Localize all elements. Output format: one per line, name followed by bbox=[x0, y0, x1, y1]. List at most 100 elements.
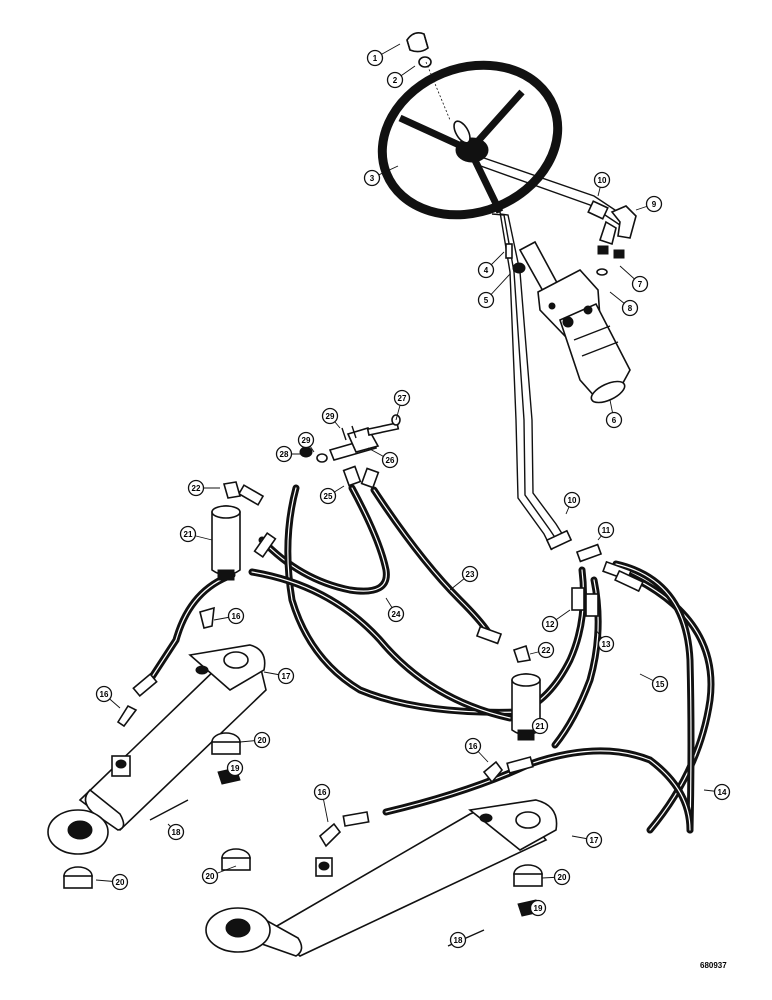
callout-number: 10 bbox=[598, 176, 607, 185]
callout-circle bbox=[713, 783, 731, 801]
callout-number: 21 bbox=[184, 530, 193, 539]
callout-16: 16 bbox=[313, 783, 331, 823]
callout-number: 10 bbox=[568, 496, 577, 505]
callout-circle bbox=[645, 195, 663, 213]
callout-number: 19 bbox=[534, 904, 543, 913]
callout-circle bbox=[387, 605, 405, 623]
callout-number: 16 bbox=[318, 788, 327, 797]
callout-circle bbox=[597, 635, 615, 653]
callout-number: 3 bbox=[370, 174, 375, 183]
callout-circle bbox=[593, 171, 611, 189]
callout-number: 27 bbox=[398, 394, 407, 403]
callout-number: 9 bbox=[652, 200, 657, 209]
lock-washer bbox=[512, 262, 526, 274]
callout-number: 16 bbox=[100, 690, 109, 699]
callout-24: 24 bbox=[385, 597, 405, 623]
callout-1: 1 bbox=[366, 43, 401, 67]
callout-17: 17 bbox=[571, 831, 603, 849]
callout-26: 26 bbox=[367, 447, 399, 469]
callouts: 1234567891010111213141516161616171718181… bbox=[95, 43, 731, 949]
hydraulic-hoses bbox=[146, 484, 715, 834]
callout-circle bbox=[541, 615, 559, 633]
assembly-line bbox=[425, 61, 451, 121]
callout-circle bbox=[111, 873, 129, 891]
callout-circle bbox=[167, 823, 185, 841]
callout-circle bbox=[187, 479, 205, 497]
callout-circle bbox=[297, 431, 315, 449]
callout-13: 13 bbox=[595, 629, 615, 653]
callout-16: 16 bbox=[213, 607, 245, 625]
callout-number: 14 bbox=[718, 788, 727, 797]
callout-20: 20 bbox=[541, 868, 571, 886]
catalog-number: 680937 bbox=[700, 961, 727, 970]
callout-number: 17 bbox=[282, 672, 291, 681]
bushing bbox=[513, 873, 543, 887]
callout-2: 2 bbox=[386, 65, 416, 89]
washer bbox=[418, 56, 432, 68]
callout-22: 22 bbox=[187, 479, 220, 497]
callout-29: 29 bbox=[297, 431, 315, 453]
callout-circle bbox=[605, 411, 623, 429]
callout-number: 20 bbox=[558, 873, 567, 882]
callout-number: 15 bbox=[656, 680, 665, 689]
callout-number: 20 bbox=[206, 872, 215, 881]
callout-circle bbox=[531, 717, 549, 735]
callout-circle bbox=[201, 867, 219, 885]
bushing bbox=[63, 875, 93, 889]
callout-circle bbox=[529, 899, 547, 917]
callout-number: 22 bbox=[192, 484, 201, 493]
bushing bbox=[211, 741, 241, 755]
callout-7: 7 bbox=[619, 265, 649, 293]
callout-6: 6 bbox=[605, 399, 623, 429]
callout-10: 10 bbox=[563, 491, 581, 515]
callout-20: 20 bbox=[95, 873, 129, 891]
callout-circle bbox=[226, 759, 244, 777]
cotter-pin bbox=[149, 799, 189, 821]
callout-23: 23 bbox=[449, 565, 479, 591]
callout-16: 16 bbox=[95, 685, 121, 709]
callout-number: 19 bbox=[231, 764, 240, 773]
callout-19: 19 bbox=[529, 899, 547, 917]
callout-circle bbox=[537, 641, 555, 659]
callout-11: 11 bbox=[597, 521, 615, 541]
callout-number: 13 bbox=[602, 640, 611, 649]
callout-number: 16 bbox=[232, 612, 241, 621]
steering-cylinder bbox=[47, 644, 267, 855]
callout-circle bbox=[597, 521, 615, 539]
callout-circle bbox=[651, 675, 669, 693]
callout-circle bbox=[313, 783, 331, 801]
bushing bbox=[221, 857, 251, 871]
callout-number: 18 bbox=[172, 828, 181, 837]
callout-16: 16 bbox=[464, 737, 489, 763]
callout-3: 3 bbox=[363, 165, 399, 187]
callout-circle bbox=[563, 491, 581, 509]
callout-22: 22 bbox=[529, 641, 555, 659]
callout-circle bbox=[464, 737, 482, 755]
callout-12: 12 bbox=[541, 609, 571, 633]
steering-valve bbox=[518, 240, 631, 404]
callout-21: 21 bbox=[531, 717, 549, 735]
callout-number: 18 bbox=[454, 936, 463, 945]
callout-circle bbox=[585, 831, 603, 849]
callout-18: 18 bbox=[167, 823, 185, 841]
callout-circle bbox=[366, 49, 384, 67]
callout-8: 8 bbox=[609, 291, 639, 317]
callout-21: 21 bbox=[179, 525, 213, 543]
callout-circle bbox=[461, 565, 479, 583]
elbow-fittings bbox=[587, 200, 637, 276]
callout-number: 24 bbox=[392, 610, 401, 619]
callout-circle bbox=[253, 731, 271, 749]
callout-number: 28 bbox=[280, 450, 289, 459]
callout-number: 2 bbox=[393, 76, 398, 85]
callout-9: 9 bbox=[635, 195, 663, 213]
callout-circle bbox=[553, 868, 571, 886]
callout-25: 25 bbox=[319, 485, 345, 505]
callout-number: 29 bbox=[326, 412, 335, 421]
callout-circle bbox=[275, 445, 293, 463]
callout-10: 10 bbox=[593, 171, 611, 197]
steering-wheel bbox=[377, 60, 563, 220]
manifold-block bbox=[299, 414, 401, 489]
callout-number: 16 bbox=[469, 742, 478, 751]
callout-4: 4 bbox=[477, 251, 505, 279]
callout-circle bbox=[477, 291, 495, 309]
